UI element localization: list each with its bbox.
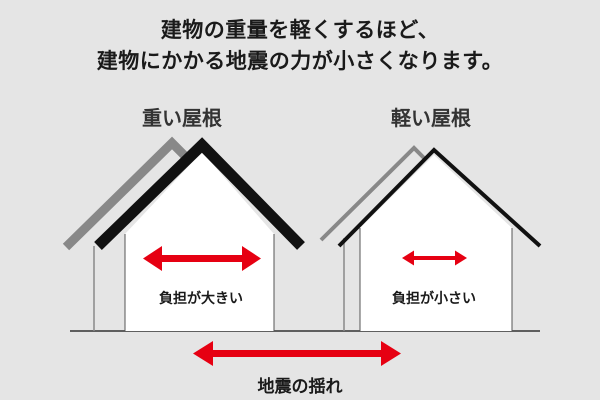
quake-caption: 地震の揺れ	[257, 377, 343, 397]
quake-arrow-shaft	[210, 350, 384, 357]
heavy-roof-title: 重い屋根	[142, 106, 222, 130]
light-roof-title: 軽い屋根	[391, 106, 471, 130]
quake-arrow-head-right	[381, 341, 401, 366]
light-load-arrow-shaft	[412, 256, 457, 260]
heavy-house-shadow	[62, 136, 190, 331]
heavy-load-arrow-head-right	[242, 246, 261, 271]
heavy-load-arrow	[143, 246, 261, 271]
headline-line-2: 建物にかかる地震の力が小さくなります。	[96, 49, 504, 73]
heavy-house	[94, 137, 305, 331]
light-roof	[337, 147, 542, 248]
light-house	[337, 147, 542, 331]
heavy-load-label: 負担が大きい	[159, 291, 243, 307]
heavy-shadow-roof	[62, 136, 190, 251]
heavy-house-body	[125, 152, 274, 331]
light-house-shadow	[319, 145, 428, 331]
heavy-load-arrow-head-left	[143, 246, 162, 271]
light-load-arrow-head-left	[402, 250, 414, 266]
light-load-arrow	[402, 250, 467, 266]
light-load-label: 負担が小さい	[392, 291, 476, 307]
heavy-roof	[94, 137, 305, 250]
light-shadow-roof	[319, 145, 428, 242]
light-load-arrow-head-right	[455, 250, 467, 266]
quake-arrow	[193, 341, 401, 366]
heavy-load-arrow-shaft	[158, 255, 246, 262]
headline-line-1: 建物の重量を軽くするほど、	[160, 18, 440, 42]
light-house-body	[360, 155, 512, 331]
quake-arrow-head-left	[193, 341, 213, 366]
